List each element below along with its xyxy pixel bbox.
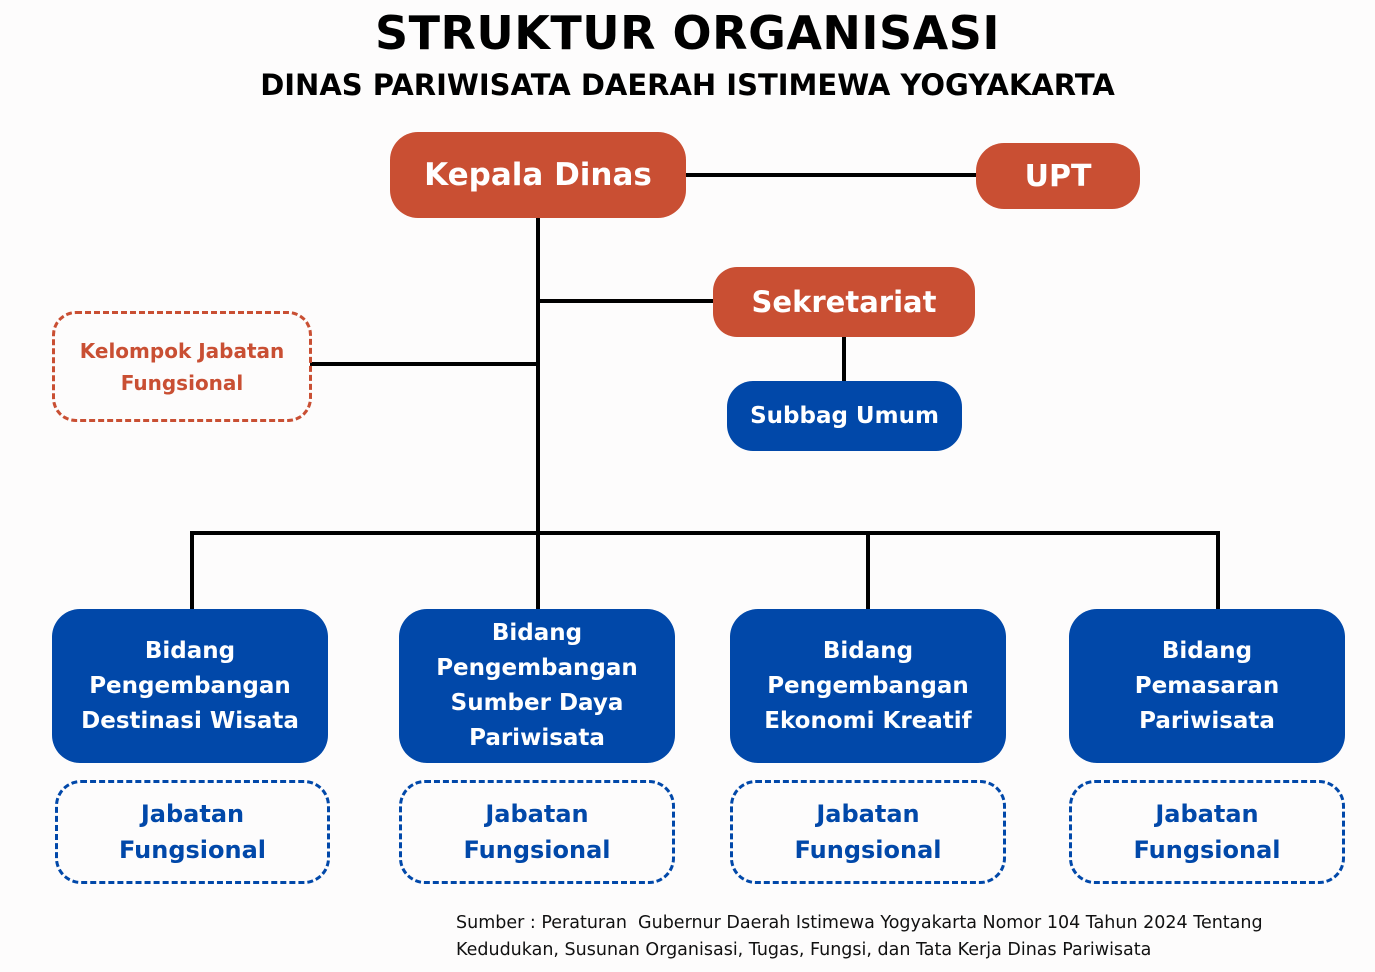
source-line-2: Kedudukan, Susunan Organisasi, Tugas, Fu… (456, 940, 1152, 960)
jabatan-2-line1: Jabatan (485, 800, 589, 828)
node-kelompok-jabatan-fungsional: Kelompok Jabatan Fungsional (52, 311, 312, 422)
connector-sekretariat (538, 299, 716, 303)
node-bidang-destinasi-wisata: Bidang Pengembangan Destinasi Wisata (52, 609, 328, 763)
chart-title: STRUKTUR ORGANISASI (374, 6, 1001, 60)
node-kepala-dinas-label: Kepala Dinas (424, 157, 652, 193)
node-upt: UPT (976, 143, 1140, 209)
connector-bidang-horizontal (190, 531, 1220, 535)
node-sekretariat-label: Sekretariat (751, 285, 937, 319)
jabatan-1-line1: Jabatan (140, 800, 245, 828)
bidang-3-line3: Ekonomi Kreatif (764, 707, 972, 734)
node-kelompok-jabatan-line1: Kelompok Jabatan (79, 338, 285, 363)
connector-bidang-1 (190, 531, 194, 611)
node-bidang-pemasaran-pariwisata: Bidang Pemasaran Pariwisata (1069, 609, 1345, 763)
bidang-2-line3: Sumber Daya (450, 690, 624, 716)
source-line-1: Sumber : Peraturan Gubernur Daerah Istim… (456, 913, 1263, 933)
source-note: Sumber : Peraturan Gubernur Daerah Istim… (456, 910, 1371, 964)
connector-main-vertical (536, 216, 540, 611)
jabatan-3-line1: Jabatan (816, 800, 920, 828)
chart-subtitle: DINAS PARIWISATA DAERAH ISTIMEWA YOGYAKA… (260, 68, 1115, 102)
connector-kelompok-jabatan (310, 362, 538, 366)
node-jabatan-fungsional-2: Jabatan Fungsional (399, 780, 675, 884)
bidang-2-line4: Pariwisata (469, 725, 605, 751)
jabatan-4-line1: Jabatan (1155, 800, 1259, 828)
bidang-4-line1: Bidang (1161, 637, 1253, 664)
node-kepala-dinas: Kepala Dinas (390, 132, 686, 218)
node-upt-label: UPT (1024, 158, 1092, 194)
bidang-4-line2: Pemasaran (1134, 672, 1280, 699)
node-bidang-sumber-daya-pariwisata: Bidang Pengembangan Sumber Daya Pariwisa… (399, 609, 675, 763)
jabatan-1-line2: Fungsional (118, 836, 267, 864)
node-subbag-umum: Subbag Umum (727, 381, 962, 451)
node-jabatan-fungsional-3: Jabatan Fungsional (730, 780, 1006, 884)
connector-bidang-4 (1216, 531, 1220, 611)
jabatan-3-line2: Fungsional (794, 836, 942, 864)
bidang-3-line1: Bidang (822, 637, 914, 664)
bidang-1-line3: Destinasi Wisata (81, 707, 299, 734)
node-kelompok-jabatan-line2: Fungsional (120, 370, 244, 395)
node-jabatan-fungsional-1: Jabatan Fungsional (55, 780, 330, 884)
jabatan-4-line2: Fungsional (1133, 836, 1281, 864)
node-sekretariat: Sekretariat (713, 267, 975, 337)
bidang-4-line3: Pariwisata (1139, 707, 1275, 734)
node-jabatan-fungsional-4: Jabatan Fungsional (1069, 780, 1345, 884)
node-bidang-ekonomi-kreatif: Bidang Pengembangan Ekonomi Kreatif (730, 609, 1006, 763)
connector-sekretariat-subbag (842, 336, 846, 384)
jabatan-2-line2: Fungsional (463, 836, 611, 864)
node-subbag-umum-label: Subbag Umum (750, 403, 939, 429)
bidang-2-line1: Bidang (491, 620, 583, 646)
bidang-3-line2: Pengembangan (767, 672, 969, 699)
connector-kepala-upt (684, 173, 978, 177)
connector-bidang-3 (866, 531, 870, 611)
bidang-2-line2: Pengembangan (436, 655, 638, 681)
bidang-1-line2: Pengembangan (89, 672, 291, 699)
bidang-1-line1: Bidang (144, 637, 236, 664)
